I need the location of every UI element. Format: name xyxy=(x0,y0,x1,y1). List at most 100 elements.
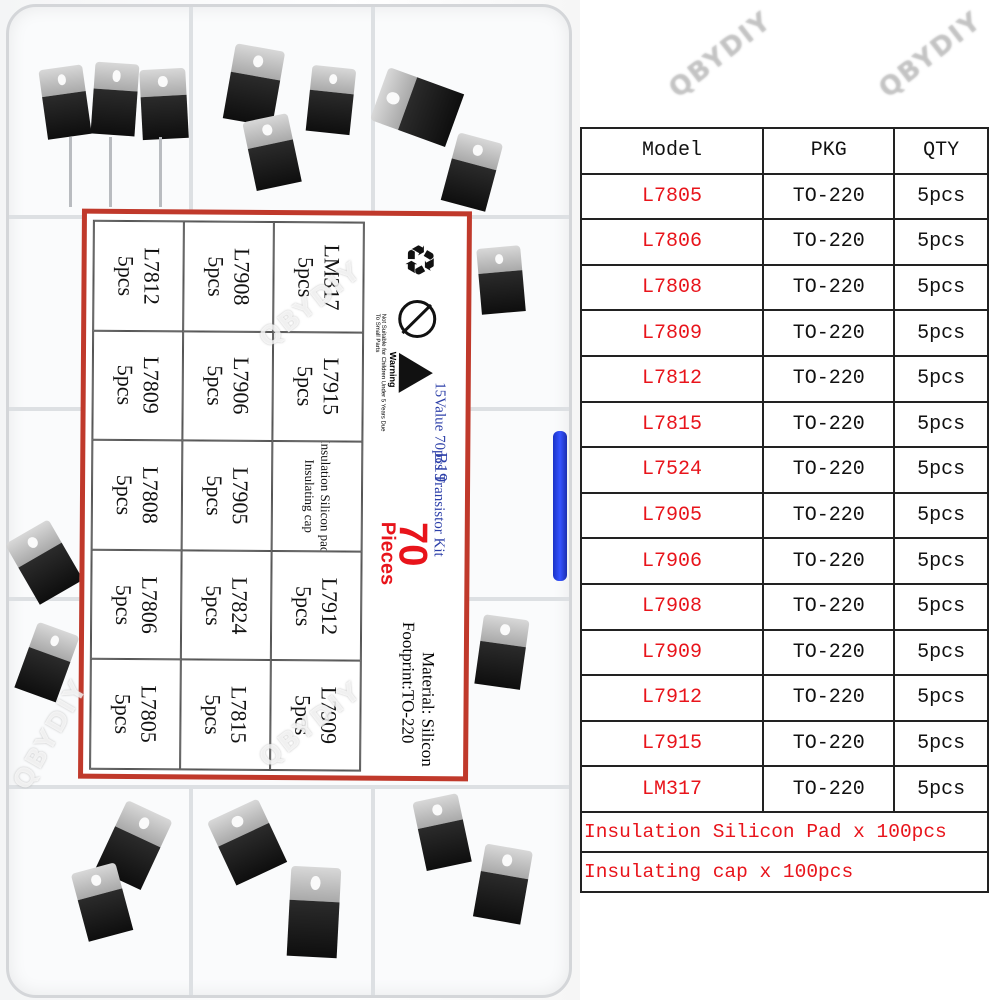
pkg-cell: TO-220 xyxy=(762,582,896,631)
transistor xyxy=(440,132,504,212)
accessory-note: Insulation Silicon Pad x 100pcs xyxy=(580,810,989,853)
pkg-cell: TO-220 xyxy=(762,309,896,357)
transistor xyxy=(38,64,92,140)
table-note-row: Insulation Silicon Pad x 100pcs xyxy=(580,810,989,853)
pieces-word: Pieces xyxy=(376,521,399,586)
qty-cell: 5pcs xyxy=(893,719,989,768)
qty-cell: 5pcs xyxy=(893,765,989,813)
pkg-cell: TO-220 xyxy=(762,354,896,403)
card-model: L7915 xyxy=(318,357,344,416)
card-qty: 5pcs xyxy=(110,693,136,735)
qty-cell: 5pcs xyxy=(893,628,989,677)
card-qty: 5pcs xyxy=(113,255,139,297)
qty-cell: 5pcs xyxy=(893,446,989,494)
box-divider xyxy=(469,597,569,601)
card-qty: 5pcs xyxy=(202,365,228,407)
card-info-panel: ♻ Warning Not Suitable for Children Unde… xyxy=(365,222,465,771)
no-children-icon xyxy=(398,299,437,339)
transistor xyxy=(286,865,342,959)
card-model: L7815 xyxy=(226,686,252,744)
qty-cell: 5pcs xyxy=(893,582,989,631)
model-cell: L7912 xyxy=(579,674,765,722)
qty-cell: 5pcs xyxy=(893,218,989,266)
model-cell: L7908 xyxy=(579,582,765,631)
transistor xyxy=(4,519,84,605)
box-divider xyxy=(371,785,375,995)
model-cell: L7905 xyxy=(579,491,765,540)
qty-cell: 5pcs xyxy=(893,674,989,722)
model-cell: L7815 xyxy=(579,400,765,449)
card-model: L7806 xyxy=(137,575,163,634)
model-cell: L7812 xyxy=(579,354,765,403)
card-qty: 5pcs xyxy=(200,694,226,736)
accessory-note: Insulating cap x 100pcs xyxy=(580,850,989,893)
pkg-cell: TO-220 xyxy=(762,400,896,449)
model-cell: L7524 xyxy=(579,446,765,494)
pkg-cell: TO-220 xyxy=(762,719,896,768)
card-model: L7812 xyxy=(139,247,165,305)
footprint-label: Footprint:TO-220 xyxy=(398,621,419,744)
pkg-cell: TO-220 xyxy=(762,628,896,677)
transistor-lead xyxy=(109,137,112,207)
table-note-row: Insulating cap x 100pcs xyxy=(580,850,989,893)
recycle-icon: ♻ xyxy=(395,241,442,279)
card-qty: 5pcs xyxy=(201,584,227,626)
card-qty: 5pcs xyxy=(292,366,318,407)
pkg-cell: TO-220 xyxy=(762,446,896,494)
model-cell: L7806 xyxy=(579,218,765,266)
transistor-lead xyxy=(69,137,72,207)
watermark: QBYDIY xyxy=(873,5,988,105)
qty-cell: 5pcs xyxy=(893,400,989,449)
qty-cell: 5pcs xyxy=(893,491,989,540)
warning-text: Not Suitable for Children Under 5 Years … xyxy=(373,313,387,432)
pkg-cell: TO-220 xyxy=(762,674,896,722)
transistor xyxy=(369,67,465,147)
card-model: L7906 xyxy=(228,357,254,415)
qty-cell: 5pcs xyxy=(893,309,989,357)
pkg-cell: TO-220 xyxy=(762,218,896,266)
transistor xyxy=(206,798,288,886)
warning-label: Warning xyxy=(387,351,399,388)
transistor xyxy=(139,67,189,141)
box-latch xyxy=(553,431,567,581)
card-model: L7805 xyxy=(136,685,162,744)
pkg-cell: TO-220 xyxy=(762,537,896,585)
transistor xyxy=(474,614,530,690)
model-cell: L7915 xyxy=(579,719,765,768)
card-qty: 5pcs xyxy=(111,474,138,516)
transistor-lead xyxy=(159,137,162,207)
card-model: L7912 xyxy=(317,577,343,635)
model-cell: LM317 xyxy=(579,765,765,813)
card-model: L7824 xyxy=(227,576,253,635)
box-divider xyxy=(9,785,569,789)
card-model: L7808 xyxy=(137,466,164,524)
box-divider xyxy=(189,7,193,217)
card-model: L7905 xyxy=(227,466,254,525)
card-accessory: Insulating cap xyxy=(301,459,318,533)
transistor xyxy=(476,245,526,315)
transistor xyxy=(305,64,357,136)
